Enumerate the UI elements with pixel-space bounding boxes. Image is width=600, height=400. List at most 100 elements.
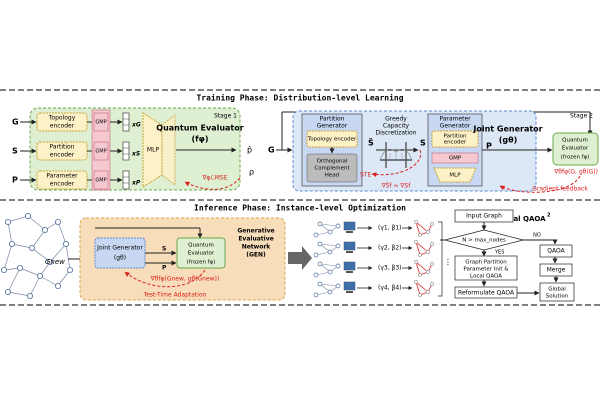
tta-label: Test-Time Adaptation	[143, 292, 207, 299]
xs-label: xS	[131, 151, 140, 158]
graph-edge	[7, 291, 31, 297]
graph-node	[55, 218, 62, 225]
inference-title: Inference Phase: Instance-level Optimiza…	[194, 203, 406, 213]
graph-node	[37, 272, 44, 279]
inference-s: S	[162, 246, 166, 253]
solution-edge	[415, 281, 421, 296]
graph-edge	[7, 221, 13, 245]
topology-encoder: Topology encoder	[36, 112, 88, 132]
input-g: G	[12, 118, 19, 127]
subgraph-node	[317, 241, 323, 247]
subgraph-node	[317, 261, 323, 267]
flow-global-solution	[539, 282, 575, 302]
s-output: S	[420, 139, 426, 148]
input-p: P	[12, 176, 18, 185]
subgraph-edge	[315, 231, 331, 236]
subgraph-node	[335, 283, 341, 289]
greedy-line-3: Discretization	[375, 130, 416, 137]
graph-node	[16, 264, 23, 271]
graph-node	[24, 212, 31, 219]
subgraph-panel: (γ1, β1)(γ2, β2)(γ3, β3)(γ4, β4)	[313, 220, 443, 298]
flow-qaoa	[539, 244, 573, 258]
flow-reformulate-label: Reformulate QAOA	[458, 290, 515, 297]
graph-edge	[31, 229, 46, 249]
subgraph-node	[327, 229, 333, 235]
flow-no-label: NO	[533, 233, 541, 239]
stage2-label: Stage 2	[570, 113, 593, 120]
solution-edge	[415, 261, 429, 273]
graph-node	[42, 226, 49, 233]
bridge-icon	[379, 142, 413, 168]
flow-yes-label: YES	[494, 250, 504, 256]
gradient-feedback-arrow	[499, 175, 581, 193]
flow-global-label-1: Global	[548, 287, 566, 293]
training-title: Training Phase: Distribution-level Learn…	[196, 93, 403, 103]
big-arrow	[288, 246, 312, 270]
inference-joint-generator-sub: (gθ)	[114, 255, 126, 262]
graph-edge	[11, 243, 33, 249]
subgraph-edge	[319, 263, 339, 267]
rho: ρ	[249, 168, 254, 177]
subgraph-edge	[315, 291, 331, 296]
subgraph-node	[313, 232, 319, 238]
subgraph-node	[335, 263, 341, 269]
solution-node	[418, 253, 422, 257]
graph-node	[55, 282, 62, 289]
embedding-xp: xP	[122, 170, 141, 190]
inference-evaluator-sub: (frozen fφ)	[187, 260, 216, 266]
topology-encoder-label-1: Topology	[48, 115, 76, 122]
partition-encoder: Partition encoder	[36, 141, 88, 161]
p-hat: p̂	[247, 145, 252, 155]
gen-label-2: Evaluative	[238, 236, 273, 243]
flow-partition-label-2: Parameter Init &	[463, 267, 509, 273]
subgraph-edge	[319, 223, 339, 227]
inference-p: P	[162, 265, 167, 272]
neural-qaoa-title: Neural QAOA	[494, 215, 546, 223]
topology-encoder-label-2: encoder	[50, 123, 75, 130]
joint-generator-title: Joint Generator	[472, 125, 542, 134]
subgraph-node	[327, 249, 333, 255]
stage1-label: Stage 1	[214, 113, 237, 120]
xg-label: xG	[131, 122, 141, 129]
input-s: S	[12, 147, 18, 156]
greedy-line-1: Greedy	[385, 116, 407, 123]
mse-gradient-arrow	[184, 177, 241, 190]
graph-node	[67, 266, 74, 273]
subgraph-edge	[319, 283, 339, 287]
partition-encoder-label-1: Partition	[49, 144, 74, 151]
graph-node	[5, 218, 11, 225]
g-new-label: Gnew	[45, 258, 65, 266]
grad-mse: ∇φℒMSE	[201, 175, 227, 182]
gmp-label-2: GMP	[95, 149, 106, 155]
solution-node	[426, 270, 430, 274]
subgraph-node	[335, 223, 341, 229]
grad-theta: ∇θfφ(G, gθ(G))	[553, 169, 598, 176]
stage2-mlp	[433, 167, 477, 183]
graph-edge	[57, 269, 71, 287]
subgraph-node	[317, 221, 323, 227]
gmp-label-3: GMP	[95, 178, 106, 184]
solution-node	[430, 262, 434, 266]
flow-decision-label: N > max_nodes	[462, 238, 506, 244]
graph-edge	[19, 267, 41, 277]
solution-edge	[415, 241, 421, 256]
flow-partition-label-3: Local QAOA	[470, 274, 502, 280]
p-output: P	[486, 142, 492, 151]
orthogonal-head	[306, 153, 358, 183]
flow-partition	[454, 255, 518, 281]
solution-node	[414, 220, 418, 224]
solution-node	[414, 280, 418, 284]
param-label-2: (γ2, β2)	[378, 245, 402, 252]
solution-node	[430, 282, 434, 286]
solution-edge	[415, 221, 429, 233]
solution-edge	[415, 221, 421, 236]
param-label-4: (γ4, β4)	[378, 285, 402, 292]
graph-edge	[65, 243, 71, 271]
inference-joint-generator	[94, 237, 146, 269]
s-tilde: S̃	[368, 137, 374, 147]
inference-grad: ∇θfφ(Gnew, gθ(Gnew))	[150, 276, 220, 283]
input-graph	[1, 212, 74, 299]
computer-icon	[343, 221, 356, 233]
gradient-feedback-label: Gradient feedback	[532, 186, 588, 193]
